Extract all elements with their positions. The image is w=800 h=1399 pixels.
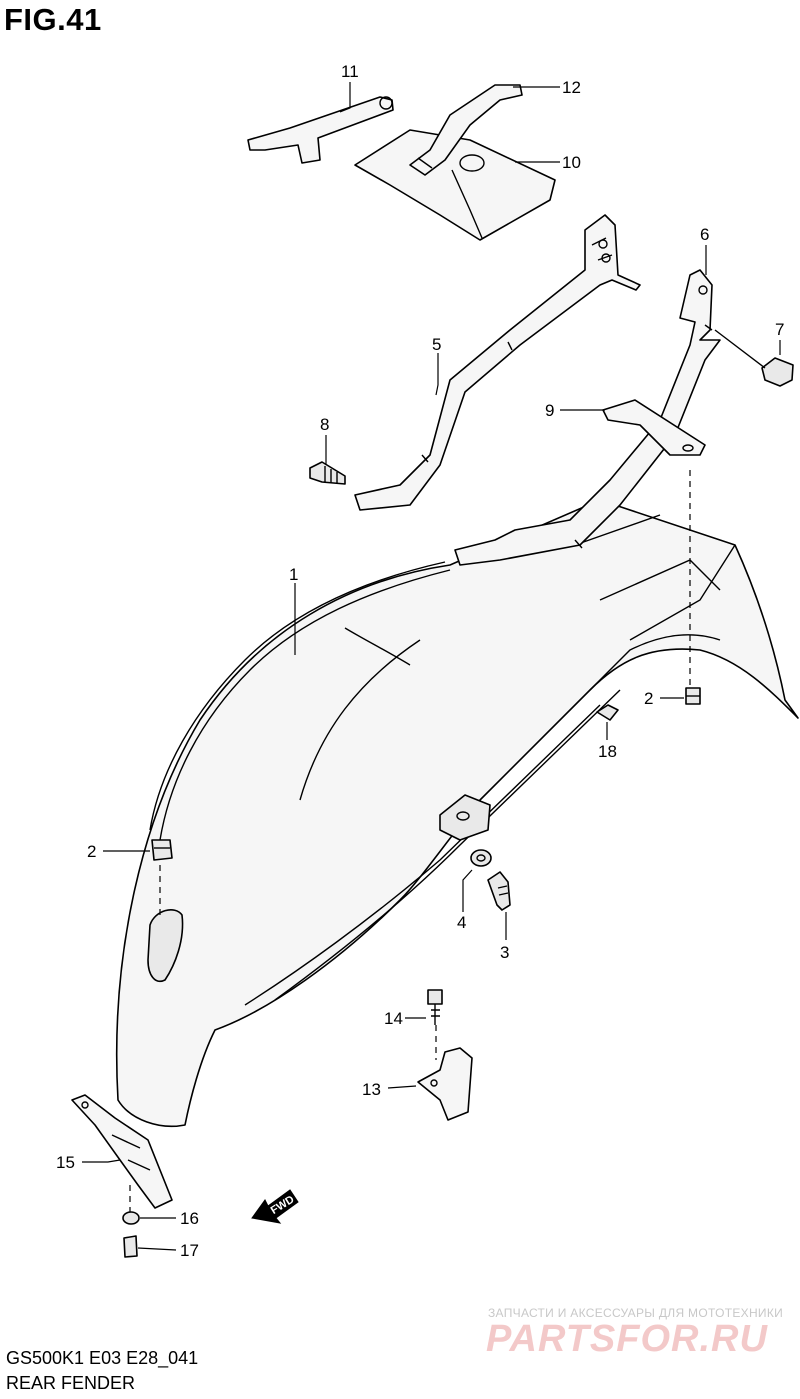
callout-17: 17 [180,1241,199,1260]
callout-6: 6 [700,225,709,244]
bolt-part-7[interactable] [714,329,794,387]
callout-2-side: 2 [87,842,96,861]
bracket-part-15[interactable] [71,1094,173,1209]
callout-7: 7 [775,320,784,339]
callout-8: 8 [320,415,329,434]
leader-lines [82,82,781,1251]
callout-11: 11 [341,62,359,81]
callout-18: 18 [598,742,617,761]
callout-5: 5 [432,335,441,354]
bolt-part-8[interactable] [309,461,346,485]
bolt-part-14[interactable] [427,989,443,1025]
callout-12: 12 [562,78,581,97]
callout-2-rear: 2 [644,689,653,708]
section-name: REAR FENDER [6,1373,136,1393]
nut-part-4[interactable] [470,849,492,867]
figure-title: FIG.41 [4,2,102,37]
watermark-tagline: ЗАПЧАСТИ И АКСЕССУАРЫ ДЛЯ МОТОТЕХНИКИ [488,1306,784,1320]
callout-16: 16 [180,1209,199,1228]
callout-13: 13 [362,1080,381,1099]
handle-rail-part-6[interactable] [454,269,721,566]
callout-14: 14 [384,1009,403,1028]
screw-part-17[interactable] [123,1235,138,1258]
callout-1: 1 [289,565,298,584]
callout-4: 4 [457,913,466,932]
assembly-lines [129,470,691,1212]
tool-part-11[interactable] [247,96,394,164]
clamp-part-13[interactable] [417,1047,473,1121]
strap-part-12[interactable] [409,84,523,176]
screw-part-3[interactable] [487,871,511,911]
callout-3: 3 [500,943,509,962]
fwd-arrow-icon: FWD [251,1189,299,1224]
model-code: GS500K1 E03 E28_041 [6,1348,199,1368]
washer-part-16[interactable] [122,1211,140,1225]
pad-part-18[interactable] [596,704,619,721]
handle-rail-part-5[interactable] [354,214,641,511]
callout-labels: 11 12 10 6 7 5 9 8 1 2 18 2 4 3 14 13 15… [56,62,784,1260]
tray-part-10[interactable] [354,129,556,241]
bracket-part-9[interactable] [602,399,706,456]
callout-10: 10 [562,153,581,172]
bolt-part-2-rear[interactable] [685,687,701,705]
callout-9: 9 [545,401,554,420]
callout-15: 15 [56,1153,75,1172]
bolt-part-2-side[interactable] [151,839,173,861]
watermark-logo: PARTSFOR.RU [486,1318,768,1360]
rear-fender-part-1[interactable] [115,499,799,1127]
